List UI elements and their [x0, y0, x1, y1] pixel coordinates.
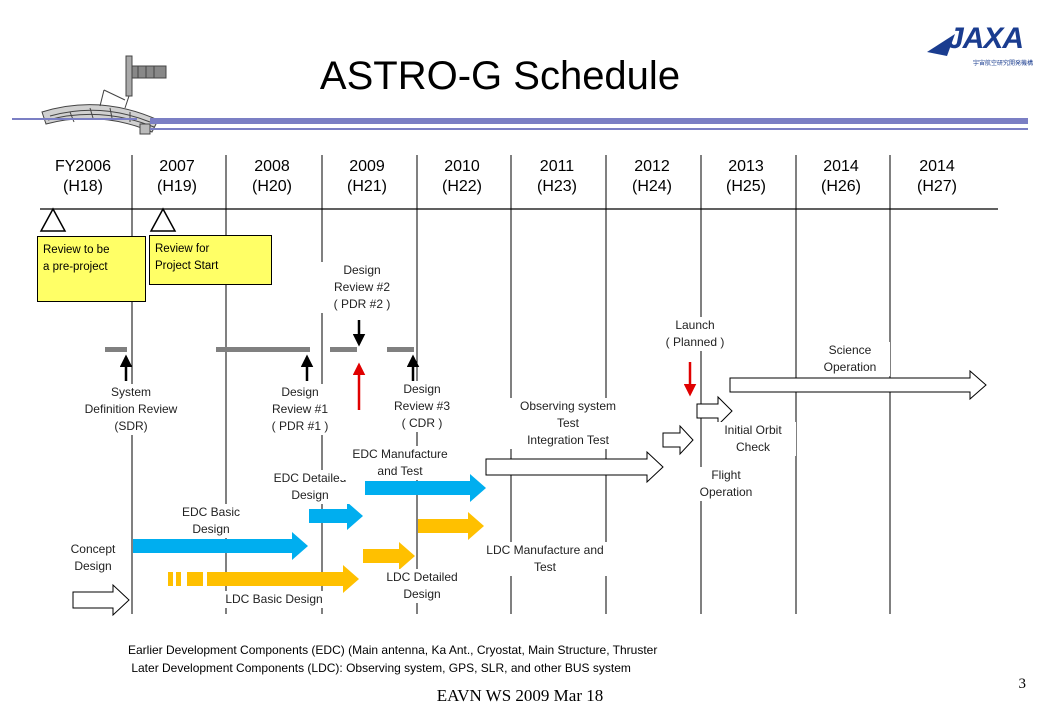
year-header-8: 2014 — [823, 158, 859, 175]
bar-sdr — [105, 347, 127, 352]
year-header-h-1: (H19) — [156, 178, 197, 195]
year-header-h-6: (H24) — [631, 178, 672, 195]
year-header-5: 2011 — [539, 158, 575, 175]
slide-title: ASTRO-G Schedule — [319, 54, 681, 98]
bar-pdr2 — [330, 347, 357, 352]
arrow-science — [729, 369, 987, 401]
year-header-1: 2007 — [159, 158, 195, 175]
arrow-flight — [662, 424, 694, 456]
jaxa-logo-text: JAXA — [947, 22, 1024, 55]
label-ldc-detailed: LDC Detailed Design — [372, 569, 472, 603]
year-header-h-8: (H26) — [820, 178, 861, 195]
jaxa-logo-subtext: 宇宙航空研究開発機構 — [973, 61, 1034, 67]
arrow-observing — [485, 450, 664, 484]
label-launch: Launch ( Planned ) — [653, 317, 737, 351]
ldc-dash-2 — [176, 572, 181, 586]
year-header-h-9: (H27) — [916, 178, 957, 195]
year-header-h-2: (H20) — [251, 178, 292, 195]
year-header-7: 2013 — [728, 158, 764, 175]
label-ldc-basic: LDC Basic Design — [210, 591, 338, 608]
slide-footer: EAVN WS 2009 Mar 18 — [436, 686, 604, 705]
arrow-ldc-manufacture — [418, 512, 484, 540]
year-header-3: 2009 — [349, 158, 385, 175]
jaxa-logo-mark — [927, 34, 955, 56]
label-sdr: System Definition Review (SDR) — [66, 384, 196, 435]
year-header-h-3: (H21) — [346, 178, 387, 195]
label-edc-manufacture: EDC Manufacture and Test — [340, 446, 460, 480]
label-pdr1: Design Review #1 ( PDR #1 ) — [255, 384, 345, 435]
label-edc-basic: EDC Basic Design — [166, 504, 256, 538]
year-header-0: FY2006 — [54, 158, 112, 175]
year-header-4: 2010 — [444, 158, 480, 175]
arrow-ldc-basic — [207, 565, 359, 593]
ldc-dash-3 — [187, 572, 203, 586]
year-header-6: 2012 — [634, 158, 670, 175]
review-box-pre-project: Review to be a pre-project — [37, 236, 146, 302]
arrow-concept — [72, 583, 130, 617]
label-observing-system: Observing system Test Integration Test — [500, 398, 636, 449]
arrow-edc-basic — [133, 532, 308, 560]
review-box-project-start: Review for Project Start — [149, 235, 272, 285]
bar-cdr — [387, 347, 414, 352]
label-cdr: Design Review #3 ( CDR ) — [380, 381, 464, 432]
year-header-h-4: (H22) — [441, 178, 482, 195]
arrow-initial-orbit — [696, 395, 733, 427]
bar-pdr1 — [216, 347, 310, 352]
year-header-9: 2014 — [919, 158, 955, 175]
year-header-2: 2008 — [254, 158, 290, 175]
page-number: 3 — [1018, 676, 1027, 692]
review-triangle-project-start — [149, 207, 177, 232]
arrow-edc-detailed — [309, 502, 363, 530]
year-header-h-7: (H25) — [725, 178, 766, 195]
arrow-ldc-detailed — [363, 542, 415, 570]
header-rule — [12, 118, 1028, 130]
label-science-operation: Science Operation — [810, 342, 890, 376]
footnote-edc: Earlier Development Components (EDC) (Ma… — [128, 643, 658, 657]
arrow-edc-manufacture — [365, 474, 486, 502]
footnote-ldc: Later Development Components (LDC): Obse… — [128, 661, 631, 675]
label-initial-orbit-check: Initial Orbit Check — [710, 422, 796, 456]
label-concept-design: Concept Design — [70, 542, 116, 573]
review-triangle-pre-project — [39, 207, 67, 232]
year-header-h-5: (H23) — [536, 178, 577, 195]
ldc-dash-1 — [168, 572, 173, 586]
label-pdr2: Design Review #2 ( PDR #2 ) — [320, 262, 404, 313]
label-ldc-manufacture: LDC Manufacture and Test — [470, 542, 620, 576]
year-header-h-0: (H18) — [62, 178, 103, 195]
jaxa-logo: JAXA 宇宙航空研究開発機構 — [925, 22, 1034, 72]
label-flight-operation: Flight Operation — [688, 467, 764, 501]
